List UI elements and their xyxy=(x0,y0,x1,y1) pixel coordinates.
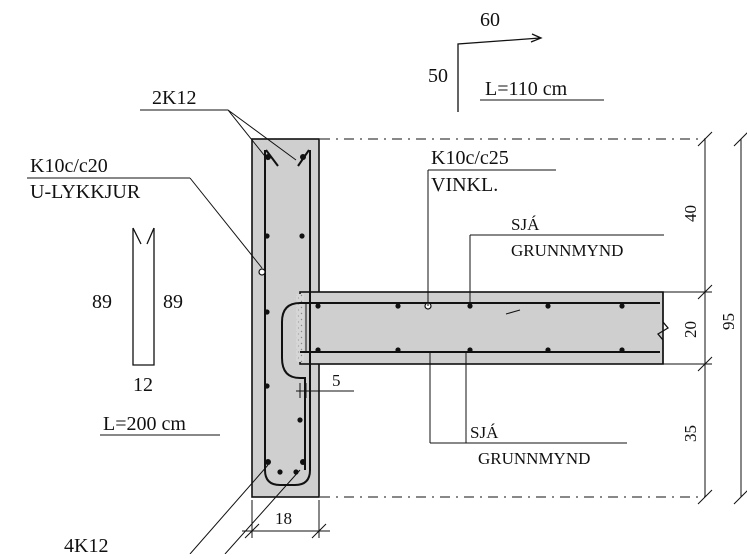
width-dimension: 18 xyxy=(242,500,330,539)
u-shape-hooks-icon xyxy=(132,227,155,245)
wall-rebar-dots xyxy=(258,154,306,475)
label-top-bars: 2K12 xyxy=(140,87,297,161)
see-plan-upper-tick xyxy=(505,309,521,315)
label-see-plan-upper: SJÁ GRUNNMYND xyxy=(469,215,664,315)
top-bars-label: 2K12 xyxy=(152,87,196,109)
u-length-label: L=200 cm xyxy=(103,413,186,435)
cover-dimension: 5 xyxy=(296,371,354,398)
u-shape-outline xyxy=(132,228,155,366)
cover-dim-lines xyxy=(296,383,354,398)
wall-u-stirrup xyxy=(264,150,311,486)
see-plan-lower-line2: GRUNNMYND xyxy=(478,449,590,468)
u-bottom-dimension: 12 xyxy=(133,374,153,396)
slab-break-line-icon xyxy=(657,292,669,364)
label-stirrups: K10c/c20 U-LYKKJUR xyxy=(27,155,263,269)
bend-length: L=110 cm xyxy=(485,78,568,100)
width-dim-value: 18 xyxy=(275,509,292,528)
width-dim-ticks xyxy=(244,500,327,539)
label-see-plan-lower: SJÁ GRUNNMYND xyxy=(429,352,627,468)
stirrup-type-label: U-LYKKJUR xyxy=(30,181,141,203)
see-plan-upper-line1: SJÁ xyxy=(511,215,540,234)
wall-slab-joint xyxy=(296,294,304,362)
bottom-bars-label: 4K12 xyxy=(64,535,108,554)
stirrup-code-label: K10c/c20 xyxy=(30,155,108,177)
cover-dim-value: 5 xyxy=(332,371,341,390)
stirrup-leader xyxy=(189,177,263,269)
slab-loop-bar xyxy=(281,302,660,470)
u-shape-detail: 89 89 12 L=200 cm xyxy=(92,227,220,436)
see-plan-upper-line2: GRUNNMYND xyxy=(511,241,623,260)
bend-bar-shape xyxy=(457,37,541,112)
dim-slab-value: 20 xyxy=(681,321,700,338)
label-angle-bars: K10c/c25 VINKL. xyxy=(427,147,556,306)
angle-type-label: VINKL. xyxy=(431,174,498,196)
dim-bottom-value: 35 xyxy=(681,425,700,442)
bend-detail: 60 50 L=110 cm xyxy=(428,9,604,112)
dim-total-value: 95 xyxy=(719,313,738,330)
u-left-dimension: 89 xyxy=(92,291,112,313)
bend-left-dimension: 50 xyxy=(428,65,448,87)
label-bottom-bars: 4K12 xyxy=(64,464,301,557)
dim-top-value: 40 xyxy=(681,205,700,222)
right-dimensions: 40 20 95 35 xyxy=(663,131,747,505)
bend-top-dimension: 60 xyxy=(480,9,500,31)
bottom-bars-leaders xyxy=(189,464,301,555)
see-plan-lower-line1: SJÁ xyxy=(470,423,499,442)
top-bars-leader xyxy=(140,109,297,161)
u-right-dimension: 89 xyxy=(163,291,183,313)
bend-hook-icon xyxy=(530,33,543,43)
angle-code-label: K10c/c25 xyxy=(431,147,509,169)
